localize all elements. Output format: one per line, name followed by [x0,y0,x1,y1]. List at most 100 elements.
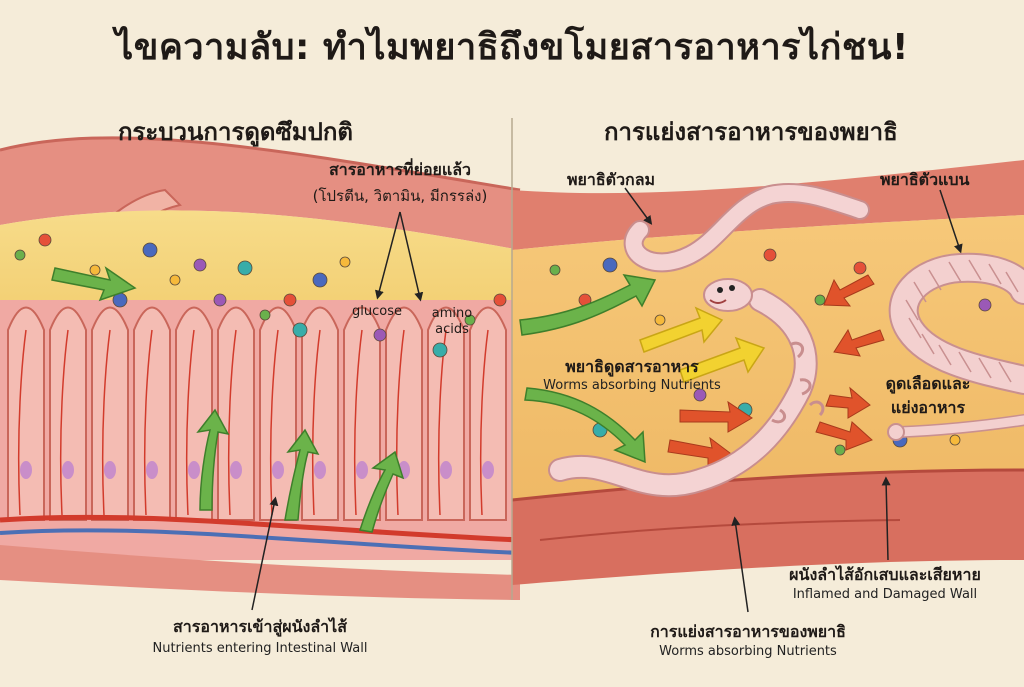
inflamed-wall-label-en: Inflamed and Damaged Wall [792,587,978,602]
digested-nutrients-detail: (โปรตีน, วิตามิน, มีกรรล่ง) [312,187,488,205]
worms-competing-label-en: Worms absorbing Nutrients [659,644,837,659]
nutrient-dot [549,264,561,276]
tapeworm-segment [1005,271,1019,293]
tapeworm [887,252,1024,441]
villus [49,306,87,521]
nutrients-entering-label-en: Nutrients entering Intestinal Wall [152,641,368,656]
tapeworm-segment [913,281,927,303]
cell-nucleus [272,461,284,479]
nutrient-dot [292,322,308,338]
tapeworm-segment [988,263,1002,285]
nutrient-dot [237,260,253,276]
glucose-label: glucose [352,304,402,319]
cell-nucleus [482,461,494,479]
nutrient-dot [602,257,618,273]
nutrient-dot [432,342,448,358]
capillary [311,329,321,516]
nutrient-dot [14,249,26,261]
nutrient-dot [763,248,777,262]
red-competition-arrows [667,274,885,469]
yellow-suction-arrows [639,306,766,383]
capillary [17,329,27,516]
villus [469,306,507,521]
villi-row [7,306,507,521]
nutrient-dot [89,264,101,276]
nutrient-dot [834,444,846,456]
capillary [59,329,69,516]
nutrient-dot [693,388,707,402]
leader-lines [251,187,963,613]
amino-label-line1: amino [431,306,473,321]
villus [301,306,339,521]
nutrient-dot [38,233,52,247]
tapeworm-segment [978,357,992,379]
nutrient-dot [949,434,961,446]
left-panel-heading: กระบวนการดูดซึมปกติ [118,118,353,146]
tapeworm-label: พยาธิตัวแบน [880,170,970,189]
capillary [143,329,153,516]
nutrients-entering-label-th: สารอาหารเข้าสู่ผนังลำไส้ [173,617,347,636]
inflamed-wall-label-th: ผนังลำไส้อักเสบและเสียหาย [789,565,981,584]
tapeworm-segment [905,299,919,321]
tapeworm-segment [958,351,972,373]
cell-nucleus [440,461,452,479]
capillary [101,329,111,516]
cell-nucleus [188,461,200,479]
nutrient-dot [373,328,387,342]
nutrient-dot [339,256,351,268]
nutrient-dot [283,293,297,307]
nutrient-dot [193,258,207,272]
worms-absorbing-label-th: พยาธิดูดสารอาหาร [565,357,699,376]
nutrient-dot [259,309,271,321]
small-worms [771,341,825,424]
tapeworm-segments [905,259,1019,383]
cell-nucleus [230,461,242,479]
upper-intestine-wall-left [0,137,520,250]
villus [91,306,129,521]
digested-nutrients-label: สารอาหารที่ย่อยแล้ว [328,160,472,179]
villus [427,306,465,521]
page-title: ไขความลับ: ทำไมพยาธิถึงขโมยสารอาหารไก่ชน… [115,27,909,68]
capillary [353,329,363,516]
worms-competing-label-th: การแย่งสารอาหารของพยาธิ [650,622,846,641]
capillary [395,329,405,516]
capillary [269,329,279,516]
amino-label-line2: acids [435,322,469,337]
capillary [185,329,195,516]
roundworm-label: พยาธิตัวกลม [567,170,656,189]
nutrient-dot [464,314,476,326]
tapeworm-segment [928,269,942,291]
nutrient-dot [814,294,826,306]
tapeworm-segment [921,333,935,355]
nutrient-dot [853,261,867,275]
suck-blood-label-line1: ดูดเลือดและ [885,374,971,393]
villus [385,306,423,521]
nutrient-dot [312,272,328,288]
tapeworm-segment [948,261,962,283]
suck-blood-label-line2: แย่งอาหาร [890,398,966,417]
worms-absorbing-label-en: Worms absorbing Nutrients [543,378,721,393]
villus [343,306,381,521]
nutrient-dot [142,242,158,258]
blood-vessel-blue [0,528,521,555]
nutrient-dot [654,314,666,326]
nutrient-dot [169,274,181,286]
tapeworm-segment [938,344,952,366]
nutrient-particles [14,233,992,456]
green-flow-arrows-left [51,266,405,533]
cell-nucleus [104,461,116,479]
nutrient-dot [493,293,507,307]
nutrient-dot [213,293,227,307]
tapeworm-segment [968,259,982,281]
tapeworm-segment [998,361,1012,383]
cell-nucleus [356,461,368,479]
tapeworm-segment [908,317,922,339]
villus [217,306,255,521]
roundworm-head [703,278,753,312]
capillary [227,329,237,516]
cell-nucleus [20,461,32,479]
nutrient-dot [978,298,992,312]
right-panel-heading: การแย่งสารอาหารของพยาธิ [604,118,898,146]
